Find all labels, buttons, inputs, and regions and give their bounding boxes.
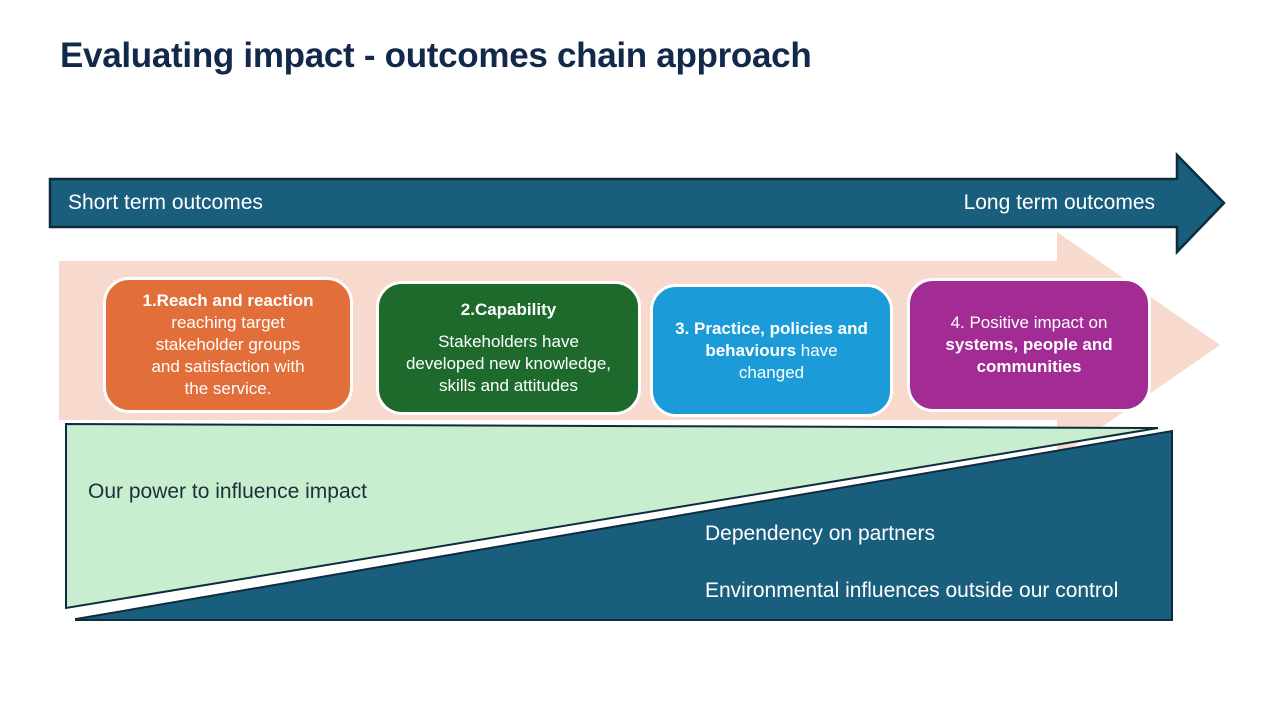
environmental-influences-label: Environmental influences outside our con… xyxy=(705,579,1119,602)
power-to-influence-label: Our power to influence impact xyxy=(88,480,367,503)
dependency-wedge xyxy=(75,429,1173,621)
influence-wedge xyxy=(65,422,1159,610)
page-title: Evaluating impact - outcomes chain appro… xyxy=(60,36,812,75)
timeline-arrow xyxy=(48,151,1226,256)
long-term-outcomes-label: Long term outcomes xyxy=(963,191,1155,214)
short-term-outcomes-label: Short term outcomes xyxy=(68,191,263,214)
dependency-on-partners-label: Dependency on partners xyxy=(705,522,935,545)
